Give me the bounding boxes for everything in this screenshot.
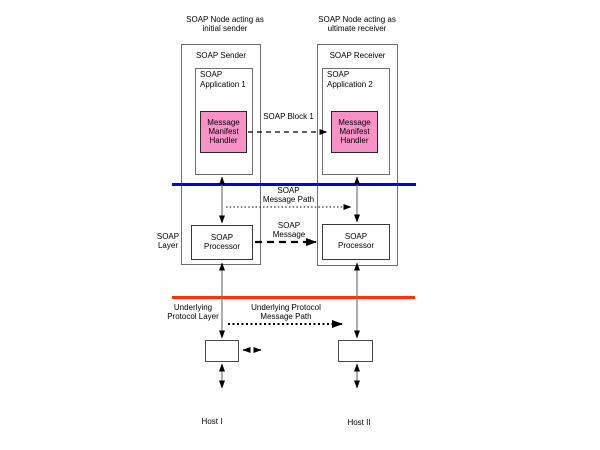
soap-message-line2: Message (272, 230, 306, 239)
underlying-protocol-message-path-line1: Underlying Protocol (251, 303, 321, 312)
host-right-label: Host II (329, 418, 389, 427)
left-handler-line1: Message (207, 118, 240, 127)
left-handler-line3: Handler (209, 136, 238, 145)
soap-block-label: SOAP Block 1 (253, 112, 324, 121)
right-application-label: SOAP Application 2 (327, 70, 373, 89)
left-message-manifest-handler-box: Message Manifest Handler (200, 111, 247, 153)
soap-message-path-label: SOAP Message Path (253, 186, 324, 204)
underlying-protocol-layer-line2: Protocol Layer (167, 312, 219, 321)
host-right-label-text: Host II (347, 418, 371, 427)
soap-layer-label: SOAP Layer (146, 232, 190, 250)
right-node-header-line1: SOAP Node acting as (318, 15, 396, 24)
left-node-title: SOAP Sender (195, 51, 247, 60)
left-processor-line2: Processor (203, 242, 240, 251)
left-soap-processor-box: SOAP Processor (191, 225, 253, 260)
right-message-manifest-handler-box: Message Manifest Handler (331, 111, 378, 153)
left-processor-line1: SOAP (210, 233, 234, 242)
right-processor-line1: SOAP (344, 232, 368, 241)
right-handler-line2: Manifest (339, 127, 370, 136)
right-application-label-line1: SOAP (327, 70, 350, 79)
right-node-title: SOAP Receiver (329, 51, 386, 60)
left-host-box (205, 340, 239, 362)
right-soap-processor-box: SOAP Processor (322, 224, 390, 260)
soap-layer-line2: Layer (157, 241, 178, 250)
right-host-box (338, 340, 373, 362)
soap-block-label-text: SOAP Block 1 (263, 112, 314, 121)
right-handler-line3: Handler (340, 136, 369, 145)
right-processor-line2: Processor (337, 241, 374, 250)
underlying-protocol-layer-label: Underlying Protocol Layer (156, 303, 230, 321)
soap-message-path-line1: SOAP (277, 186, 300, 195)
right-application-label-line2: Application 2 (327, 79, 373, 89)
left-node-header-line1: SOAP Node acting as (186, 15, 264, 24)
right-node-header-line2: ultimate receiver (327, 24, 387, 33)
host-left-label-text: Host I (201, 417, 223, 426)
underlying-protocol-divider-line (172, 296, 415, 299)
left-application-label: SOAP Application 1 (200, 70, 246, 89)
underlying-protocol-layer-line1: Underlying (173, 303, 213, 312)
left-application-label-line2: Application 1 (200, 79, 246, 89)
soap-layer-line1: SOAP (156, 232, 180, 241)
soap-message-label: SOAP Message (254, 221, 324, 239)
soap-message-line1: SOAP (277, 221, 301, 230)
left-node-header: SOAP Node acting as initial sender (155, 15, 295, 33)
soap-message-path-line2: Message Path (262, 195, 315, 204)
left-node-header-line2: initial sender (202, 24, 248, 33)
right-node-header: SOAP Node acting as ultimate receiver (287, 15, 427, 33)
soap-layer-divider-line (172, 183, 416, 186)
left-handler-line2: Manifest (208, 127, 239, 136)
left-application-label-line1: SOAP (200, 70, 223, 79)
right-handler-line1: Message (338, 118, 371, 127)
host-left-label: Host I (182, 417, 242, 426)
underlying-protocol-message-path-label: Underlying Protocol Message Path (246, 303, 326, 321)
underlying-protocol-message-path-line2: Message Path (260, 312, 312, 321)
